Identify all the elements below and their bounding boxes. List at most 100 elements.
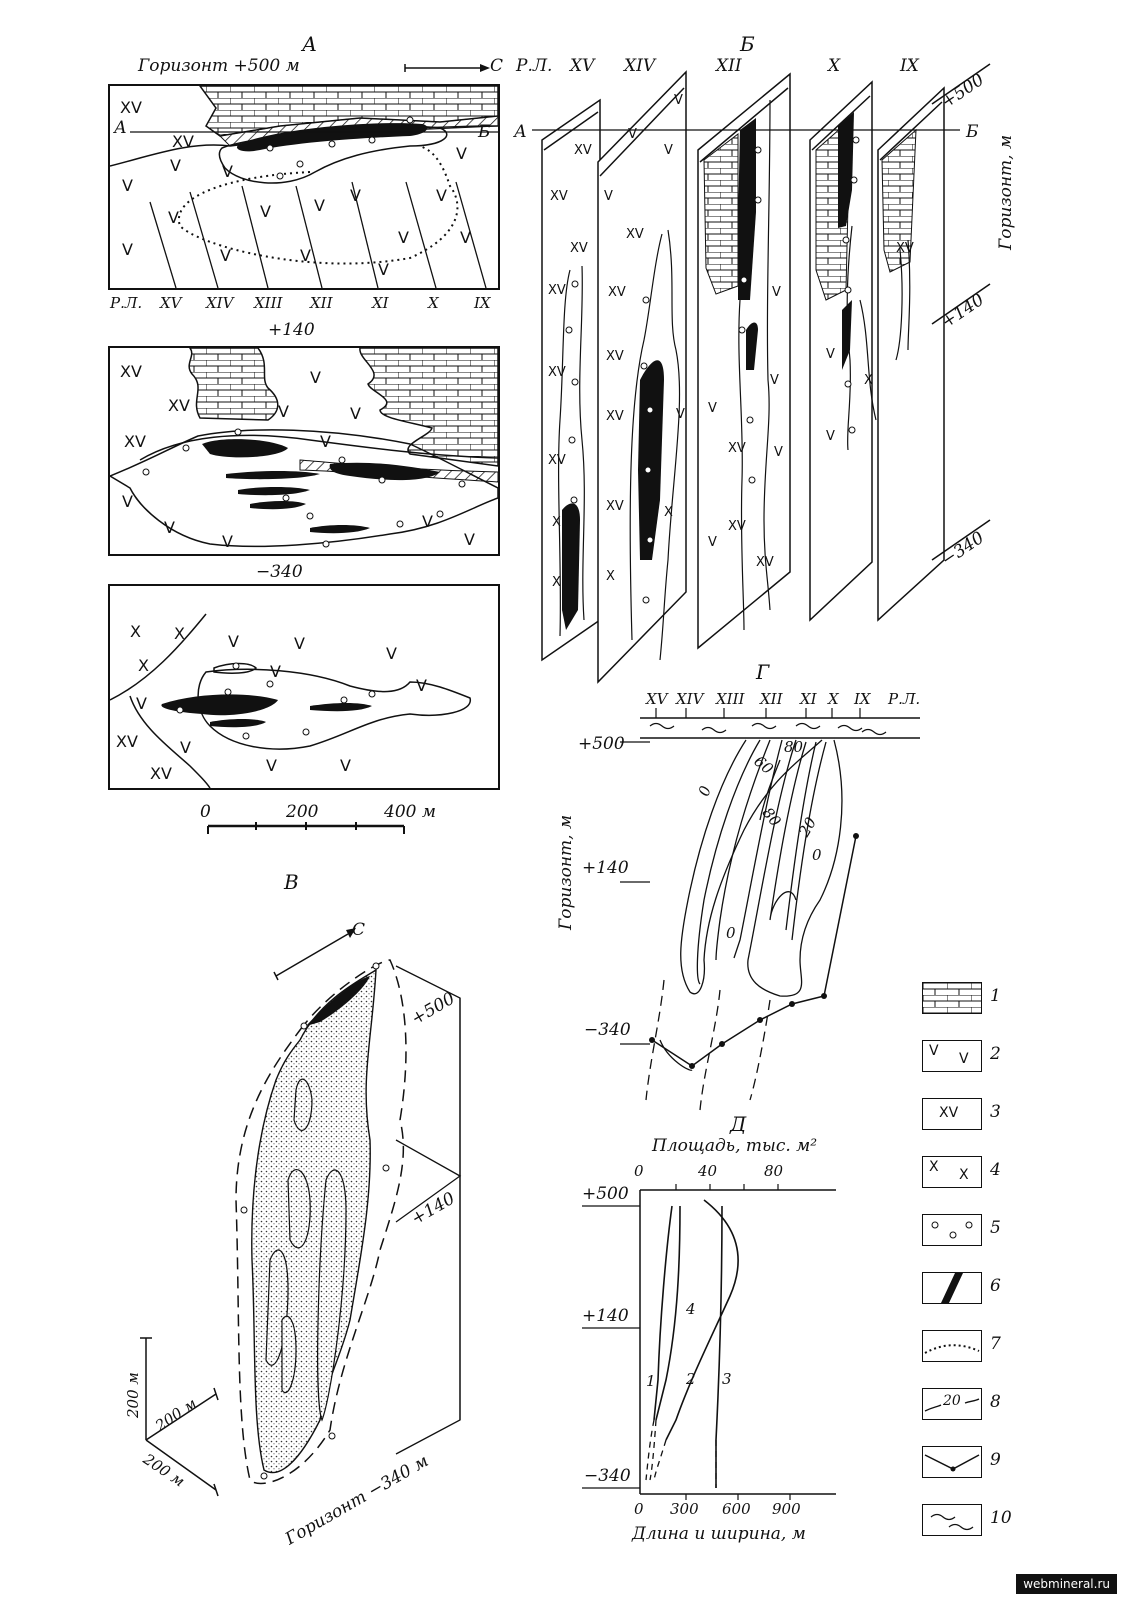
panel-a-profiles-prefix: Р.Л. [110, 294, 143, 312]
symbol-v: V [260, 202, 271, 221]
panel-d-bottom-tick: 300 [670, 1500, 699, 1518]
svg-text:V: V [770, 373, 779, 388]
legend-9-label: 9 [990, 1450, 1001, 1470]
svg-text:XV: XV [548, 453, 566, 468]
panel-d-bottom-tick: 0 [634, 1500, 644, 1518]
panel-a-profile: XI [372, 294, 389, 312]
panel-a-horizon-500: XV XV V V V V V V V V V V V V V V V [108, 84, 500, 290]
panel-d-bottom-axis: Длина и ширина, м [632, 1524, 806, 1544]
legend-1-label: 1 [990, 986, 1001, 1006]
panel-a-line-b: Б [478, 122, 491, 142]
panel-b-letter: Б [740, 32, 755, 56]
legend-7-label: 7 [990, 1334, 1001, 1354]
panel-d-bottom-tick: 600 [722, 1500, 751, 1518]
symbol-v: V [278, 402, 289, 421]
svg-text:V: V [628, 127, 637, 142]
symbol-v: V [378, 260, 389, 279]
panel-a-level-340: −340 [256, 562, 303, 582]
panel-d-top-tick: 80 [764, 1162, 784, 1180]
symbol-v: V [422, 512, 433, 531]
symbol-xv: XV [120, 98, 142, 117]
panel-d-level: −340 [584, 1466, 631, 1486]
svg-text:V: V [826, 429, 835, 444]
symbol-v: V [310, 368, 321, 387]
panel-a-horizon-340: X X X V V V V V V V V V XV XV [108, 584, 500, 790]
svg-text:V: V [826, 347, 835, 362]
legend-3-label: 3 [990, 1102, 1001, 1122]
symbol-v: V [350, 404, 361, 423]
symbol-x: X [174, 624, 185, 643]
panel-v-letter: В [284, 870, 299, 894]
scale-label-0: 0 [200, 802, 211, 822]
svg-text:X: X [552, 515, 561, 530]
symbol-xv: XV [172, 132, 194, 151]
symbol-xv: XV [120, 362, 142, 381]
panel-g-contour: 0 [812, 846, 822, 864]
panel-g-profile: IX [854, 690, 871, 708]
svg-text:X: X [864, 373, 873, 388]
panel-a-profile: XIV [206, 294, 234, 312]
symbol-v: V [222, 532, 233, 551]
panel-g-level: +140 [582, 858, 629, 878]
symbol-v: V [398, 228, 409, 247]
panel-a1-geology [110, 86, 498, 288]
legend-6-swatch [922, 1272, 982, 1304]
symbol-v: V [122, 176, 133, 195]
legend-5-label: 5 [990, 1218, 1001, 1238]
panel-a-north-arrow [404, 64, 490, 72]
symbol-v: V [266, 756, 277, 775]
symbol-x: X [130, 622, 141, 641]
panel-a-scale-bar [207, 822, 405, 834]
symbol-x: X [138, 656, 149, 675]
legend-8-swatch: 20 [922, 1388, 982, 1420]
panel-d-curve-2: 2 [686, 1370, 696, 1388]
panel-g-level: −340 [584, 1020, 631, 1040]
symbol-xv: XV [168, 396, 190, 415]
symbol-v: V [320, 432, 331, 451]
symbol-v: V [460, 228, 471, 247]
panel-g-letter: Г [756, 660, 770, 684]
svg-text:V: V [664, 143, 673, 158]
symbol-xv: XV [150, 764, 172, 783]
panel-a-profile: XIII [254, 294, 283, 312]
panel-d-level: +140 [582, 1306, 629, 1326]
svg-text:XV: XV [550, 189, 568, 204]
svg-text:V: V [772, 285, 781, 300]
svg-text:XV: XV [548, 283, 566, 298]
symbol-v: V [300, 246, 311, 265]
panel-g-level: +500 [578, 734, 625, 754]
symbol-xv: XV [116, 732, 138, 751]
panel-a-profile: XV [160, 294, 182, 312]
scale-label-200: 200 [286, 802, 319, 822]
panel-d-curve-1: 1 [646, 1372, 656, 1390]
svg-text:XV: XV [606, 499, 624, 514]
panel-d-curve-3: 3 [722, 1370, 732, 1388]
panel-d-level: +500 [582, 1184, 629, 1204]
svg-text:V: V [604, 189, 613, 204]
svg-text:XV: XV [606, 349, 624, 364]
panel-v-north: С [352, 920, 366, 940]
svg-text:X: X [606, 569, 615, 584]
svg-text:V: V [676, 407, 685, 422]
symbol-v: V [170, 156, 181, 175]
legend-6-label: 6 [990, 1276, 1001, 1296]
panel-g-profile: Р.Л. [888, 690, 921, 708]
panel-a-horizon-title: Горизонт +500 м [138, 56, 300, 76]
svg-text:XV: XV [608, 285, 626, 300]
symbol-v: V [180, 738, 191, 757]
symbol-v: V [456, 144, 467, 163]
svg-text:XV: XV [548, 365, 566, 380]
panel-g-contour: 80 [784, 738, 804, 756]
symbol-v: V [220, 246, 231, 265]
symbol-v: V [416, 676, 427, 695]
symbol-v: V [228, 632, 239, 651]
panel-a-north: С [490, 56, 504, 76]
panel-a-horizon-140: XV XV XV V V V V V V V V V [108, 346, 500, 556]
watermark[interactable]: webmineral.ru [1016, 1574, 1117, 1594]
symbol-v: V [350, 186, 361, 205]
panel-b-profile: XIV [624, 56, 656, 76]
symbol-v: V [464, 530, 475, 549]
panel-a-profile: IX [474, 294, 491, 312]
panel-a-level-140: +140 [268, 320, 315, 340]
